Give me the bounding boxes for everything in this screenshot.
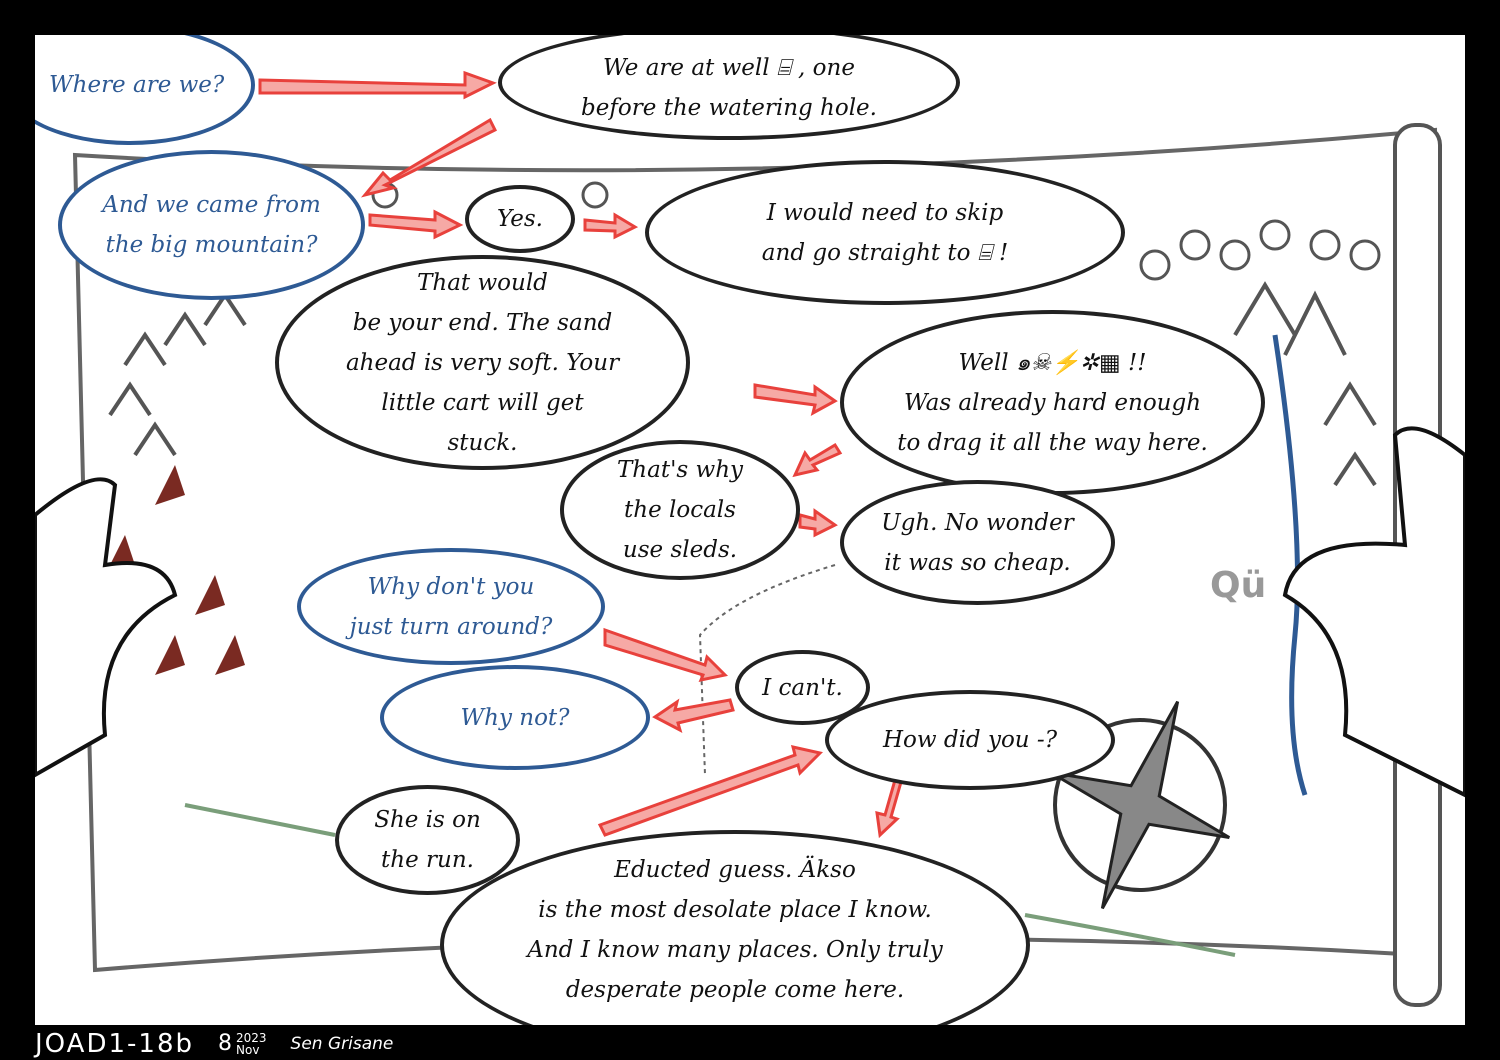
speech-arrows (258, 70, 903, 839)
left-hand (35, 477, 178, 778)
bubble-line: I can't. (762, 674, 843, 701)
bubble-line: She is on (374, 807, 481, 833)
speech-bubble-came-from: And we came from the big mountain? (58, 150, 365, 300)
bubble-line: be your end. The sand (352, 309, 613, 336)
bubble-line: desperate people come here. (565, 977, 905, 1003)
bubble-line: Yes. (497, 206, 543, 232)
bubble-line: And we came from (102, 192, 321, 218)
date: 8 2023 Nov (218, 1031, 267, 1056)
bubble-line: Ugh. No wonder (881, 509, 1074, 536)
speech-bubble-cheap: Ugh. No wonder it was so cheap. (840, 480, 1115, 605)
bubble-line: And I know many places. Only truly (527, 937, 943, 963)
bubble-line: How did you -? (882, 727, 1058, 753)
date-month: Nov (236, 1042, 260, 1057)
speech-bubble-yes: Yes. (465, 185, 575, 253)
bubble-line: little cart will get (381, 389, 584, 416)
bubble-line: ahead is very soft. Your (345, 349, 620, 376)
speech-bubble-how-did: How did you -? (825, 690, 1115, 790)
bubble-line: Educted guess. Äkso (614, 857, 856, 883)
bubble-line: the locals (624, 497, 736, 523)
bubble-line: We are at well ⌸ , one (603, 54, 855, 81)
bubble-line: Was already hard enough (903, 389, 1202, 416)
trail (184, 803, 336, 837)
right-hand (1282, 426, 1465, 798)
bubble-line: before the watering hole. (581, 94, 877, 121)
bubble-line: Well ๑☠⚡✲▦ !! (958, 349, 1147, 376)
bubble-line: use sleds. (622, 537, 738, 563)
date-stack: 2023 Nov (236, 1032, 267, 1056)
comic-panel: Qü Where are we? And we came from the bi… (35, 35, 1465, 1025)
bubble-line: I would need to skip (766, 199, 1004, 226)
map-label: Qü (1210, 565, 1267, 606)
speech-bubble-on-the-run: She is on the run. (335, 785, 520, 895)
bubble-line: it was so cheap. (884, 549, 1071, 576)
bubble-line: stuck. (447, 429, 518, 456)
bubble-line: and go straight to ⌸ ! (761, 239, 1009, 266)
speech-bubble-your-end: That would be your end. The sand ahead i… (275, 255, 690, 470)
bubble-line: the run. (381, 847, 474, 873)
bubble-line: That's why (616, 457, 744, 483)
date-year: 2023 (236, 1030, 267, 1045)
bubble-line: Why not? (460, 704, 570, 731)
speech-bubble-well-answer: We are at well ⌸ , one before the wateri… (498, 35, 960, 140)
speech-bubble-turn-around: Why don't you just turn around? (297, 548, 605, 665)
speech-bubble-sleds: That's why the locals use sleds. (560, 440, 800, 580)
bubble-line: That would (417, 269, 548, 296)
speech-bubble-skip: I would need to skip and go straight to … (645, 160, 1125, 305)
comic-id: JOAD1-18b (35, 1028, 194, 1059)
bubble-line: the big mountain? (105, 232, 318, 258)
speech-bubble-guess: Educted guess. Äkso is the most desolate… (440, 830, 1030, 1025)
bubble-line: to drag it all the way here. (897, 429, 1208, 456)
speech-bubble-hard-enough: Well ๑☠⚡✲▦ !! Was already hard enough to… (840, 310, 1265, 495)
bubble-line: is the most desolate place I know. (538, 897, 932, 923)
date-day: 8 (218, 1031, 232, 1056)
author: Sen Grisane (290, 1033, 394, 1054)
forest-icon (371, 181, 1381, 281)
speech-bubble-where-are-we: Where are we? (35, 35, 255, 145)
river (1272, 334, 1308, 796)
bubble-line: Why don't you (367, 573, 535, 600)
compass-rose-icon (1049, 700, 1231, 910)
footer: JOAD1-18b 8 2023 Nov Sen Grisane (35, 1027, 393, 1060)
bubble-text: Where are we? (49, 72, 225, 98)
bubble-line: just turn around? (349, 613, 553, 640)
speech-bubble-why-not: Why not? (380, 665, 650, 770)
